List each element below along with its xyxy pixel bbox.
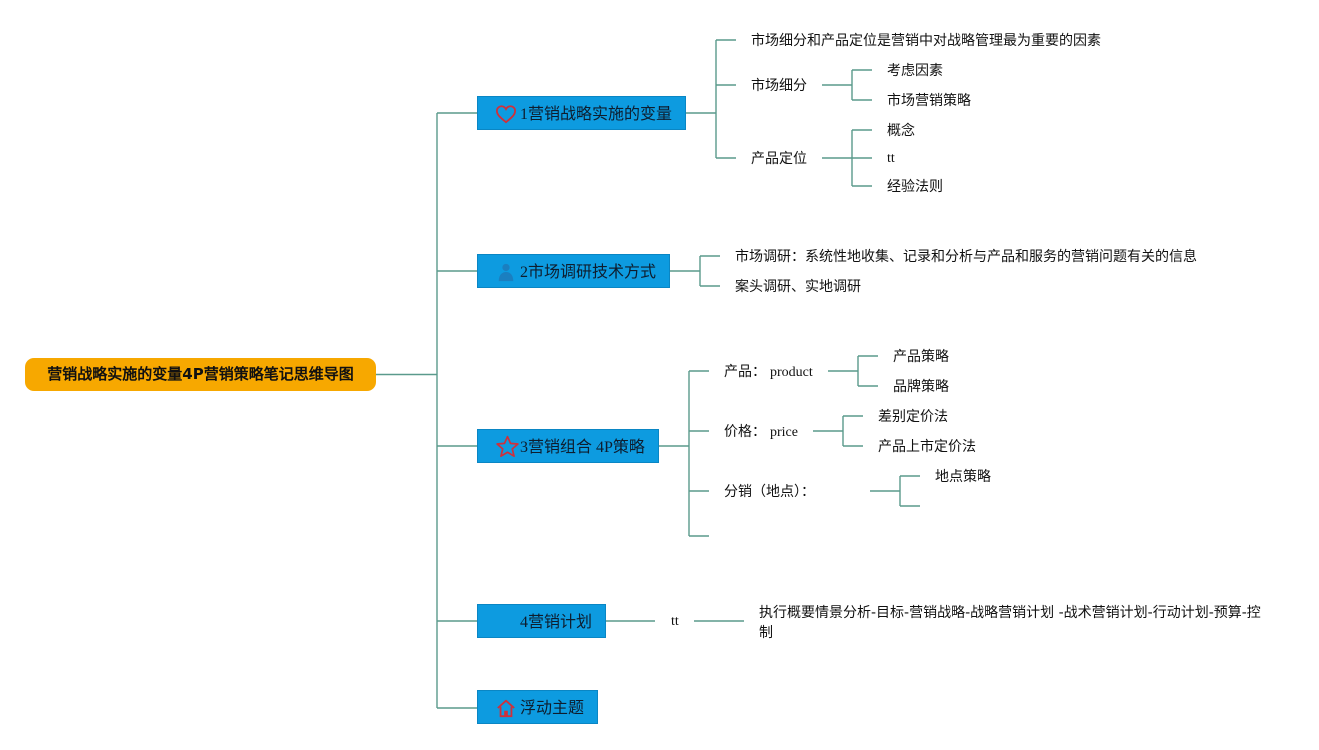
subtopic-market-segment[interactable]: 市场细分 bbox=[751, 78, 807, 94]
branch-topic-1[interactable]: 1营销战略实施的变量 bbox=[477, 96, 686, 130]
star-icon bbox=[496, 435, 519, 458]
home-icon bbox=[497, 699, 515, 718]
branch-label: 浮动主题 bbox=[520, 698, 585, 717]
connector-trunk-branches bbox=[437, 112, 477, 709]
leaf-topic[interactable]: 产品策略 bbox=[893, 349, 949, 365]
branch-label: 1营销战略实施的变量 bbox=[520, 106, 673, 123]
subtopic-tt[interactable]: tt bbox=[671, 614, 679, 629]
person-icon bbox=[498, 263, 514, 282]
branch-topic-3[interactable]: 3营销组合 4P策略 bbox=[477, 429, 659, 463]
subtopic-product[interactable]: 产品：product bbox=[724, 364, 813, 380]
branch-label: 4营销计划 bbox=[520, 614, 593, 631]
root-topic-label: 营销战略实施的变量4P营销策略笔记思维导图 bbox=[47, 365, 354, 383]
subtopic-product-positioning[interactable]: 产品定位 bbox=[751, 151, 807, 167]
branch-topic-4[interactable]: 4营销计划 bbox=[477, 604, 606, 638]
leaf-topic[interactable]: 考虑因素 bbox=[887, 63, 943, 79]
leaf-topic[interactable]: 经验法则 bbox=[887, 179, 943, 195]
connector-distribution bbox=[870, 475, 920, 507]
heart-icon bbox=[495, 105, 517, 124]
connector-positioning bbox=[822, 129, 872, 187]
connector-market-segment bbox=[822, 69, 872, 101]
connector-price bbox=[813, 415, 863, 447]
branch-label: 3营销组合 4P策略 bbox=[520, 439, 645, 456]
connector-branch-1 bbox=[686, 39, 736, 159]
connector-product bbox=[828, 355, 878, 387]
leaf-topic-plan-flow[interactable]: 执行概要情景分析-目标-营销战略-战略营销计划 -战术营销计划-行动计划-预算-… bbox=[759, 605, 1261, 641]
leaf-topic[interactable]: 产品上市定价法 bbox=[878, 439, 976, 455]
leaf-topic[interactable]: 市场调研：系统性地收集、记录和分析与产品和服务的营销问题有关的信息 bbox=[735, 249, 1197, 265]
leaf-topic[interactable]: 案头调研、实地调研 bbox=[735, 279, 861, 295]
branch-label: 2市场调研技术方式 bbox=[520, 264, 657, 281]
leaf-topic[interactable]: 概念 bbox=[887, 123, 915, 139]
floating-topic[interactable]: 浮动主题 bbox=[477, 690, 598, 724]
leaf-topic[interactable]: tt bbox=[887, 151, 895, 166]
connector-branch-3 bbox=[659, 370, 709, 537]
root-topic[interactable]: 营销战略实施的变量4P营销策略笔记思维导图 bbox=[25, 358, 376, 391]
subtopic-price[interactable]: 价格：price bbox=[724, 424, 798, 440]
leaf-topic[interactable]: 差别定价法 bbox=[878, 409, 948, 425]
leaf-topic[interactable]: 市场细分和产品定位是营销中对战略管理最为重要的因素 bbox=[751, 33, 1101, 49]
leaf-topic[interactable]: 地点策略 bbox=[935, 469, 991, 485]
branch-topic-2[interactable]: 2市场调研技术方式 bbox=[477, 254, 670, 288]
connector-branch-2 bbox=[670, 255, 720, 287]
leaf-topic[interactable]: 市场营销策略 bbox=[887, 93, 971, 109]
subtopic-distribution[interactable]: 分销（地点）： bbox=[724, 484, 815, 500]
leaf-topic[interactable]: 品牌策略 bbox=[893, 379, 949, 395]
